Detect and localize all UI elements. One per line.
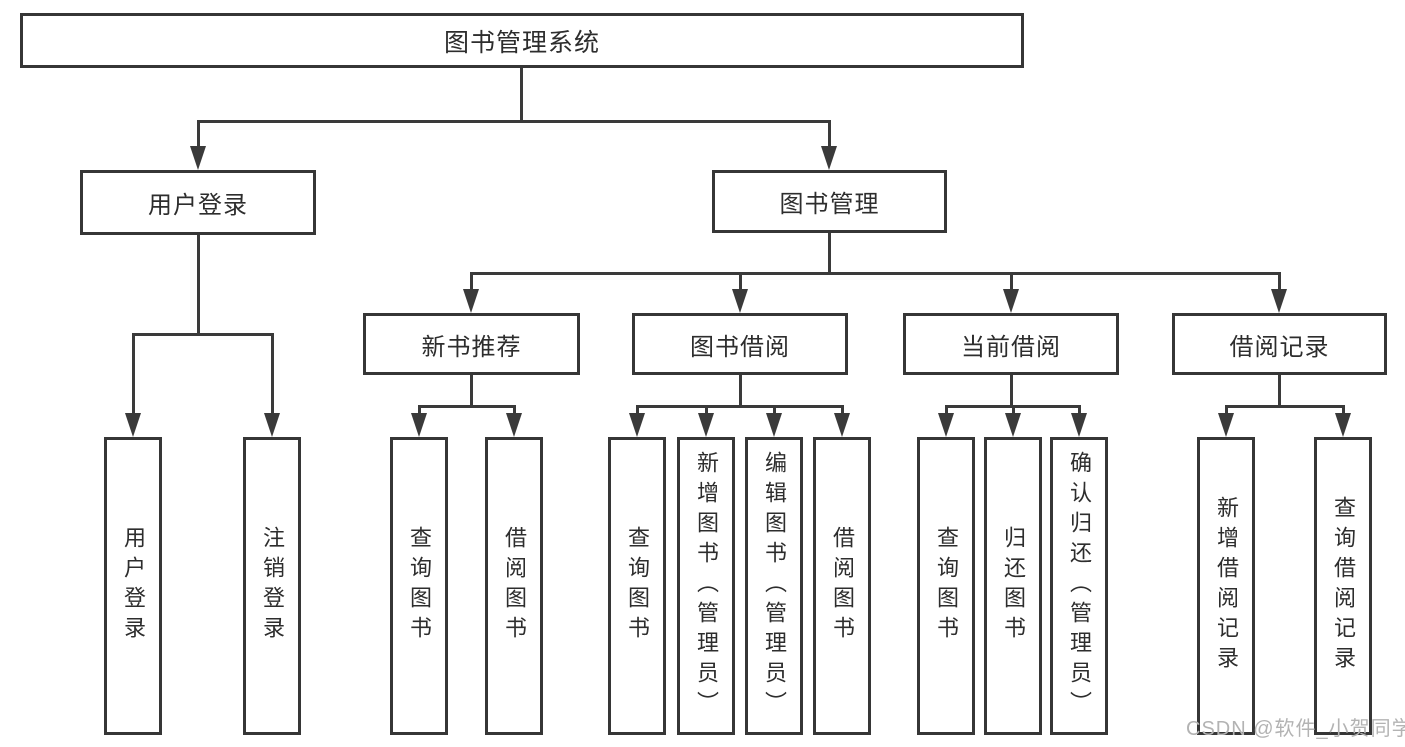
arrowhead-bb-add <box>698 413 714 437</box>
node-label: 查询借阅记录 <box>1331 496 1356 676</box>
node-borrow-record: 借阅记录 <box>1172 313 1387 375</box>
arrowhead-book-management <box>821 146 837 170</box>
leaf-cb-confirm-return-admin: 确认归还（管理员） <box>1050 437 1108 735</box>
connector-stem-book-management <box>828 120 831 148</box>
csdn-watermark: CSDN @软件_小贺同学 <box>1186 718 1405 740</box>
connector-user-login-stub <box>197 235 200 333</box>
node-label: 归还图书 <box>1001 526 1026 646</box>
connector-current-borrow-stub <box>1010 375 1013 405</box>
connector-user-login-horizontal <box>132 333 274 336</box>
connector-stem-br-query <box>1342 405 1345 415</box>
leaf-bb-edit-books-admin: 编辑图书（管理员） <box>745 437 803 735</box>
connector-stem-bb-query <box>636 405 639 415</box>
connector-book-borrow-horizontal <box>636 405 844 408</box>
leaf-bb-query-books: 查询图书 <box>608 437 666 735</box>
node-user-login: 用户登录 <box>80 170 316 235</box>
arrowhead-nb-query <box>411 413 427 437</box>
node-label: 用户登录 <box>121 526 146 646</box>
leaf-user-login: 用户登录 <box>104 437 162 735</box>
node-label: 新书推荐 <box>421 333 522 361</box>
arrowhead-new-book <box>463 289 479 313</box>
arrowhead-cb-confirm <box>1071 413 1087 437</box>
connector-borrow-record-horizontal <box>1225 405 1345 408</box>
connector-stem-new-book <box>470 272 473 291</box>
leaf-bb-borrow-books: 借阅图书 <box>813 437 871 735</box>
node-label: 图书借阅 <box>690 333 790 361</box>
connector-stem-bb-add <box>705 405 708 415</box>
connector-book-borrow-stub <box>739 375 742 405</box>
node-label: 确认归还（管理员） <box>1067 451 1092 721</box>
connector-stem-nb-borrow <box>513 405 516 415</box>
arrowhead-book-borrow <box>732 289 748 313</box>
connector-stem-cb-confirm <box>1078 405 1081 415</box>
node-label: 借阅图书 <box>502 526 527 646</box>
arrowhead-br-add <box>1218 413 1234 437</box>
node-library-management-system: 图书管理系统 <box>20 13 1024 68</box>
node-label: 借阅记录 <box>1229 333 1330 361</box>
node-label: 查询图书 <box>934 526 959 646</box>
connector-stem-leaf-logout <box>271 333 274 415</box>
connector-stem-current-borrow <box>1010 272 1013 291</box>
connector-stem-borrow-record <box>1278 272 1281 291</box>
arrowhead-current-borrow <box>1003 289 1019 313</box>
connector-stem-cb-query <box>945 405 948 415</box>
node-book-management: 图书管理 <box>712 170 947 233</box>
connector-book-management-stub <box>828 233 831 272</box>
node-label: 图书管理系统 <box>443 28 600 57</box>
node-label: 查询图书 <box>625 526 650 646</box>
node-label: 借阅图书 <box>830 526 855 646</box>
node-label: 当前借阅 <box>961 333 1061 361</box>
node-label: 查询图书 <box>407 526 432 646</box>
arrowhead-nb-borrow <box>506 413 522 437</box>
arrowhead-br-query <box>1335 413 1351 437</box>
arrowhead-bb-borrow <box>834 413 850 437</box>
connector-stem-bb-borrow <box>841 405 844 415</box>
node-label: 编辑图书（管理员） <box>762 451 787 721</box>
connector-stem-user-login <box>197 120 200 148</box>
arrowhead-user-login <box>190 146 206 170</box>
connector-stem-leaf-login <box>132 333 135 415</box>
arrowhead-cb-return <box>1005 413 1021 437</box>
node-new-book-recommend: 新书推荐 <box>363 313 580 375</box>
connector-book-management-horizontal <box>470 272 1281 275</box>
node-label: 用户登录 <box>148 192 248 219</box>
arrowhead-borrow-record <box>1271 289 1287 313</box>
arrowhead-cb-query <box>938 413 954 437</box>
node-label: 新增图书（管理员） <box>694 451 719 721</box>
arrowhead-bb-query <box>629 413 645 437</box>
leaf-br-query-record: 查询借阅记录 <box>1314 437 1372 735</box>
arrowhead-leaf-login <box>125 413 141 437</box>
connector-new-book-stub <box>470 375 473 405</box>
node-current-borrow: 当前借阅 <box>903 313 1119 375</box>
node-label: 注销登录 <box>260 526 285 646</box>
arrowhead-bb-edit <box>766 413 782 437</box>
connector-new-book-horizontal <box>418 405 516 408</box>
arrowhead-leaf-logout <box>264 413 280 437</box>
node-label: 图书管理 <box>779 191 880 218</box>
connector-stem-cb-return <box>1012 405 1015 415</box>
connector-stem-nb-query <box>418 405 421 415</box>
leaf-cb-query-books: 查询图书 <box>917 437 975 735</box>
node-book-borrow: 图书借阅 <box>632 313 848 375</box>
leaf-br-add-record: 新增借阅记录 <box>1197 437 1255 735</box>
connector-root-stub <box>520 68 523 120</box>
leaf-nb-query-books: 查询图书 <box>390 437 448 735</box>
leaf-nb-borrow-books: 借阅图书 <box>485 437 543 735</box>
connector-stem-book-borrow <box>739 272 742 291</box>
leaf-logout: 注销登录 <box>243 437 301 735</box>
connector-borrow-record-stub <box>1278 375 1281 405</box>
leaf-cb-return-books: 归还图书 <box>984 437 1042 735</box>
node-label: 新增借阅记录 <box>1214 496 1239 676</box>
connector-root-horizontal <box>197 120 831 123</box>
connector-stem-bb-edit <box>773 405 776 415</box>
connector-stem-br-add <box>1225 405 1228 415</box>
leaf-bb-add-books-admin: 新增图书（管理员） <box>677 437 735 735</box>
